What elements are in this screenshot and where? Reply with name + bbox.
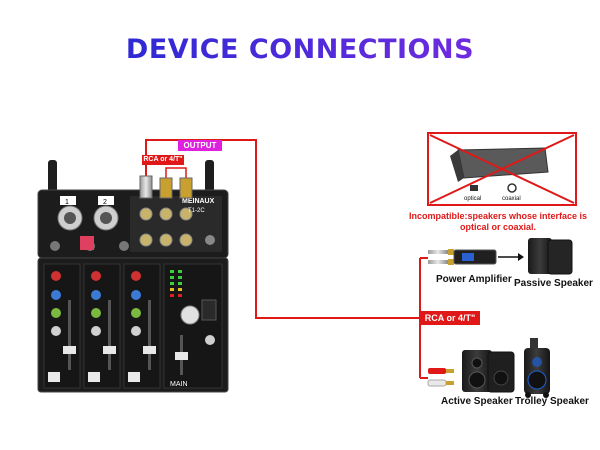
active-speaker-device xyxy=(462,350,515,393)
coaxial-label: coaxial xyxy=(502,196,521,202)
trolley-speaker-label: Trolley Speaker xyxy=(515,396,589,407)
channel-1-label: 1 xyxy=(65,199,69,206)
jack-plug-top xyxy=(428,249,454,265)
master-section: MAIN xyxy=(163,263,223,389)
incompatible-device: optical coaxial xyxy=(427,132,577,206)
power-amplifier-label: Power Amplifier xyxy=(436,274,512,285)
mixer-model: T1-2C xyxy=(188,208,205,214)
incompatible-warning: Incompatible:speakers whose interface is… xyxy=(408,211,588,232)
optical-label: optical xyxy=(464,196,481,202)
channel-2-label: 2 xyxy=(103,199,107,206)
output-tag: OUTPUT xyxy=(178,140,222,151)
trolley-speaker-device xyxy=(524,338,550,398)
passive-speaker-label: Passive Speaker xyxy=(514,278,593,289)
cables xyxy=(139,139,428,379)
rca-main-tag: RCA or 4/T" xyxy=(420,311,480,325)
rca-small-tag: RCA or 4/T" xyxy=(142,155,184,165)
rca-plug-bottom xyxy=(427,368,454,387)
power-amplifier-device xyxy=(453,249,524,265)
channel-strips xyxy=(43,263,161,389)
audio-mixer: 1 2 MEINAUX T1-2C xyxy=(37,160,229,393)
mixer-brand: MEINAUX xyxy=(182,198,215,205)
active-speaker-label: Active Speaker xyxy=(441,396,513,407)
page-title: DEVICE CONNECTIONS xyxy=(125,34,475,65)
passive-speaker-device xyxy=(528,238,573,275)
main-label: MAIN xyxy=(170,381,188,388)
